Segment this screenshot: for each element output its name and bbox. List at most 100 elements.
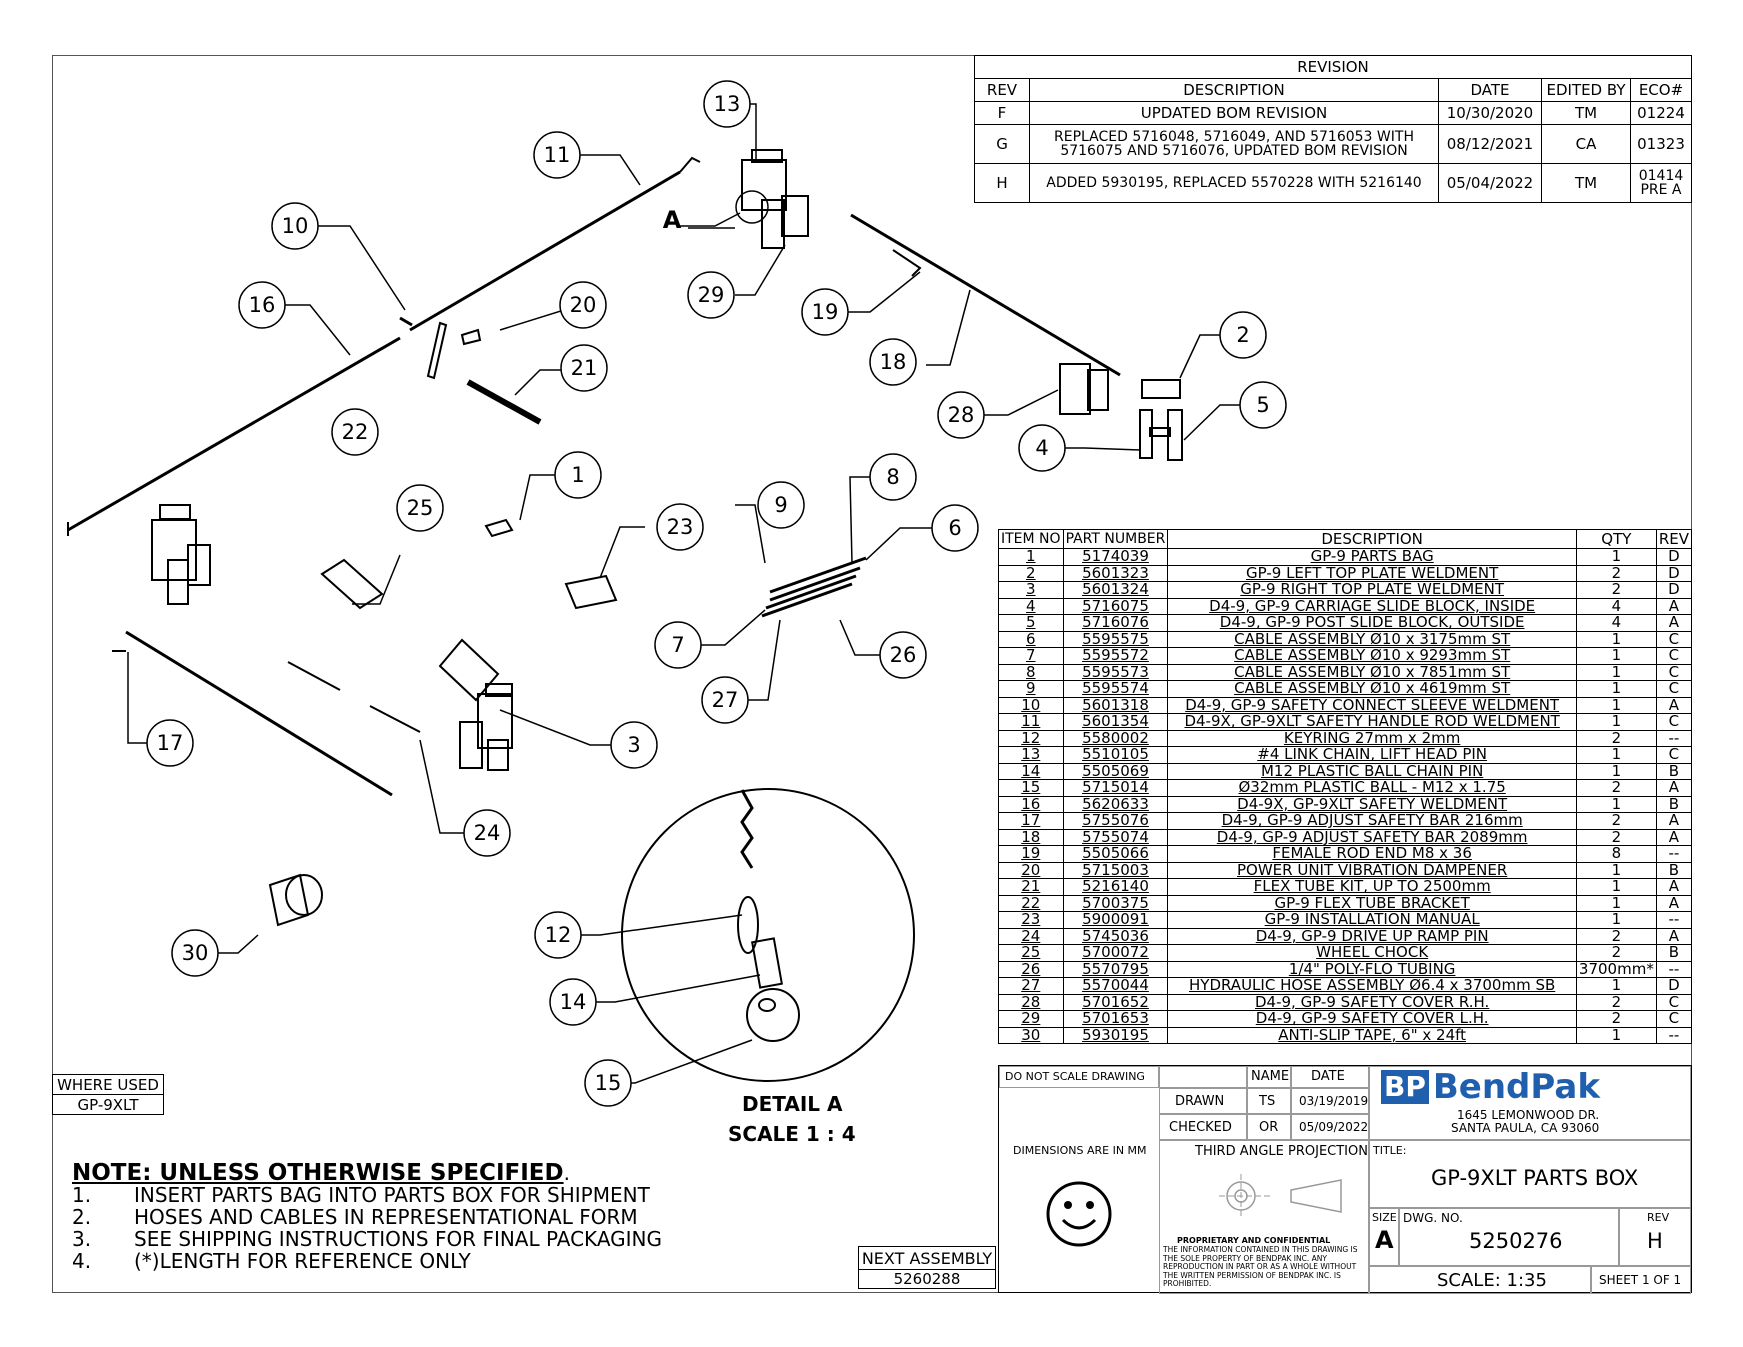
bom-qty: 2 (1575, 729, 1657, 747)
bom-description: WHEEL CHOCK (1167, 944, 1577, 962)
bom-description: #4 LINK CHAIN, LIFT HEAD PIN (1167, 746, 1577, 764)
balloon-10 (271, 202, 319, 250)
bom-qty: 4 (1575, 597, 1657, 615)
drawing-sheet-border (52, 55, 1692, 1293)
bom-rev: C (1655, 993, 1693, 1011)
bom-rev: -- (1655, 729, 1693, 747)
bom-rev: A (1655, 894, 1693, 912)
checked-name: OR (1259, 1120, 1279, 1135)
bom-item-no: 25 (998, 944, 1064, 962)
drawn-name: TS (1259, 1094, 1276, 1109)
rev-cell: H (974, 163, 1030, 203)
dwg-no-label: DWG. NO. (1403, 1211, 1463, 1225)
smiley-face-icon (1046, 1181, 1112, 1247)
rev-cell: G (974, 124, 1030, 164)
bom-rev: C (1655, 630, 1693, 648)
bom-rev: B (1655, 762, 1693, 780)
bom-description: D4-9, GP-9 DRIVE UP RAMP PIN (1167, 927, 1577, 945)
rev-header-description: DESCRIPTION (1029, 78, 1439, 102)
bom-qty: 4 (1575, 614, 1657, 632)
balloon-label: 23 (667, 515, 694, 539)
third-angle-projection-icon (1219, 1174, 1342, 1218)
bom-item-no: 24 (998, 927, 1064, 945)
logo-name: BendPak (1432, 1067, 1600, 1107)
bom-item-no: 8 (998, 663, 1064, 681)
rev-header-rev: REV (974, 78, 1030, 102)
bom-description: D4-9, GP-9 SAFETY CONNECT SLEEVE WELDMEN… (1167, 696, 1577, 714)
checked-date: 05/09/2022 (1299, 1120, 1369, 1134)
bom-part-number: 5595575 (1062, 630, 1169, 648)
bom-description: FEMALE ROD END M8 x 36 (1167, 845, 1577, 863)
bom-part-number: 5601323 (1062, 564, 1169, 582)
bom-description: GP-9 FLEX TUBE BRACKET (1167, 894, 1577, 912)
balloon-label: 24 (474, 821, 501, 845)
bom-description: FLEX TUBE KIT, UP TO 2500mm (1167, 878, 1577, 896)
bom-description: Ø32mm PLASTIC BALL - M12 x 1.75 (1167, 779, 1577, 797)
bom-part-number: 5745036 (1062, 927, 1169, 945)
bom-rev: -- (1655, 911, 1693, 929)
bom-rev: -- (1655, 960, 1693, 978)
note-number: 2. (72, 1205, 92, 1229)
bom-description: KEYRING 27mm x 2mm (1167, 729, 1577, 747)
bom-part-number: 5601324 (1062, 581, 1169, 599)
bom-description: GP-9 INSTALLATION MANUAL (1167, 911, 1577, 929)
balloon-17 (146, 719, 194, 767)
bom-item-no: 14 (998, 762, 1064, 780)
balloon-30 (171, 929, 219, 977)
bom-rev: A (1655, 696, 1693, 714)
rev-date-cell: 08/12/2021 (1438, 124, 1542, 164)
balloon-12 (534, 911, 582, 959)
bom-part-number: 5595572 (1062, 647, 1169, 665)
next-assembly-label: NEXT ASSEMBLY (858, 1246, 996, 1270)
balloon-label: 20 (570, 293, 597, 317)
bom-part-number: 5601354 (1062, 713, 1169, 731)
bom-description: M12 PLASTIC BALL CHAIN PIN (1167, 762, 1577, 780)
bom-rev: B (1655, 861, 1693, 879)
bom-item-no: 26 (998, 960, 1064, 978)
balloon-label: 9 (774, 493, 787, 517)
balloon-9 (757, 481, 805, 529)
bom-description: D4-9, GP-9 CARRIAGE SLIDE BLOCK, INSIDE (1167, 597, 1577, 615)
bom-qty: 1 (1575, 746, 1657, 764)
bom-item-no: 20 (998, 861, 1064, 879)
rev-eco-cell: 01414 PRE A (1630, 163, 1692, 203)
balloon-label: 27 (712, 688, 739, 712)
bom-rev: D (1655, 581, 1693, 599)
balloon-25 (396, 484, 444, 532)
balloon-16 (238, 281, 286, 329)
bom-part-number: 5715014 (1062, 779, 1169, 797)
bom-description: GP-9 LEFT TOP PLATE WELDMENT (1167, 564, 1577, 582)
bom-part-number: 5700072 (1062, 944, 1169, 962)
balloon-23 (656, 503, 704, 551)
balloon-29 (687, 271, 735, 319)
rev-description-cell: REPLACED 5716048, 5716049, AND 5716053 W… (1029, 124, 1439, 164)
note-item: 2.HOSES AND CABLES IN REPRESENTATIONAL F… (72, 1206, 662, 1228)
notes-block: NOTE: UNLESS OTHERWISE SPECIFIED. 1.INSE… (72, 1160, 663, 1273)
bom-item-no: 30 (998, 1026, 1064, 1044)
detail-callout-letter: A (663, 206, 682, 234)
bom-description: CABLE ASSEMBLY Ø10 x 7851mm ST (1167, 663, 1577, 681)
note-number: 3. (72, 1227, 92, 1251)
bom-header-part-number: PART NUMBER (1062, 529, 1169, 549)
bom-qty: 1 (1575, 696, 1657, 714)
bom-rev: B (1655, 795, 1693, 813)
bom-part-number: 5716076 (1062, 614, 1169, 632)
bom-rev: C (1655, 680, 1693, 698)
bom-part-number: 5174039 (1062, 548, 1169, 566)
bom-qty: 2 (1575, 581, 1657, 599)
balloon-label: 2 (1236, 323, 1249, 347)
bom-rev: A (1655, 927, 1693, 945)
drawing-title: GP-9XLT PARTS BOX (1431, 1166, 1639, 1190)
